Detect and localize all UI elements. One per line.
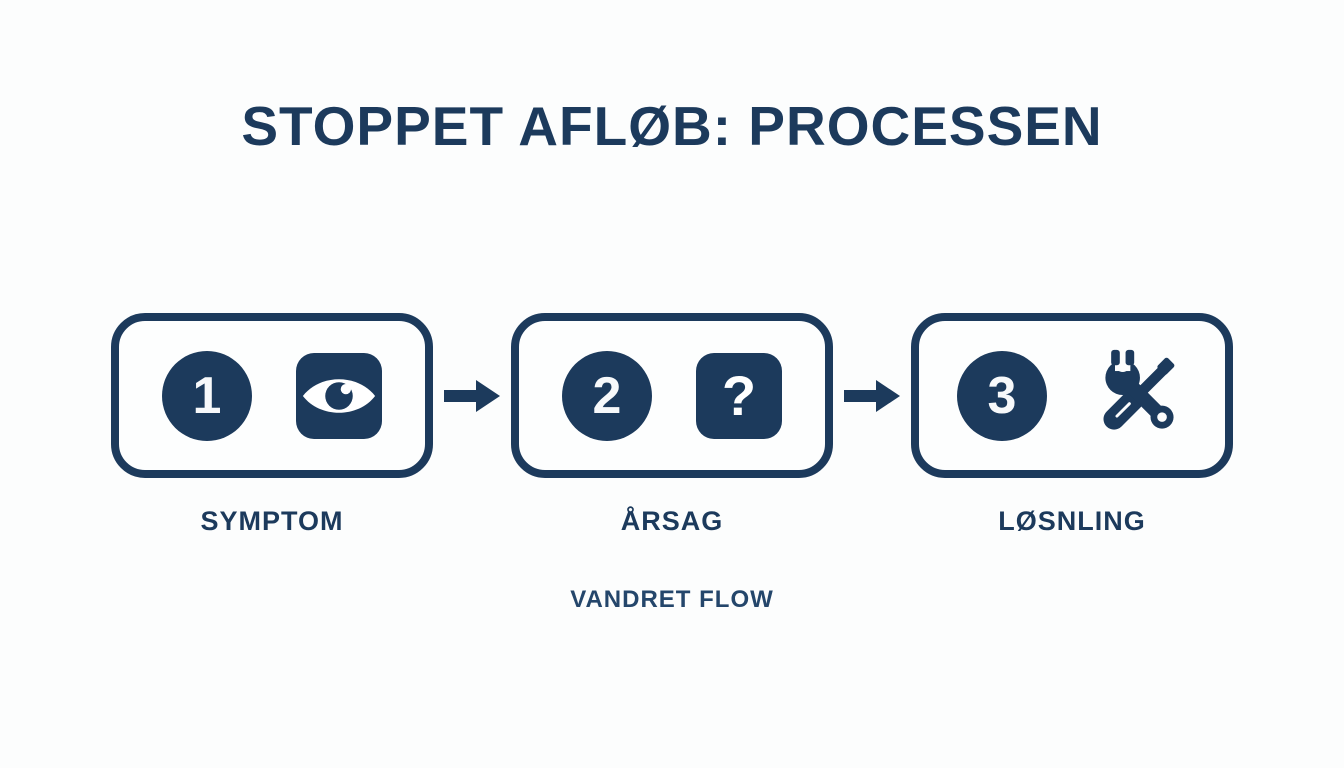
page-title: STOPPET AFLØB: PROCESSEN [241, 95, 1103, 157]
step-label: SYMPTOM [200, 506, 344, 536]
question-glyph: ? [721, 363, 757, 427]
step-box: 3 [911, 313, 1233, 478]
step-number-badge: 3 [957, 350, 1047, 441]
footer-note: VANDRET FLOW [570, 586, 774, 613]
step-number-badge: 1 [162, 350, 252, 441]
step-box: 2 ? [511, 313, 833, 478]
process-flow: 1 SYMPTOM 2 [0, 313, 1344, 537]
step-aarsag: 2 ? ÅRSAG [511, 313, 833, 537]
question-mark-icon: ? [696, 352, 782, 439]
flow-connector [833, 313, 911, 478]
step-loesning: 3 [911, 313, 1233, 537]
flow-connector [433, 313, 511, 478]
arrow-right-icon [444, 379, 500, 412]
step-number-badge: 2 [562, 350, 652, 441]
arrow-right-icon [844, 379, 900, 412]
tools-icon [1091, 348, 1187, 444]
eye-icon [296, 352, 382, 439]
step-box: 1 [111, 313, 433, 478]
step-label: LØSNLING [998, 506, 1146, 536]
step-symptom: 1 SYMPTOM [111, 313, 433, 537]
step-label: ÅRSAG [620, 506, 724, 536]
